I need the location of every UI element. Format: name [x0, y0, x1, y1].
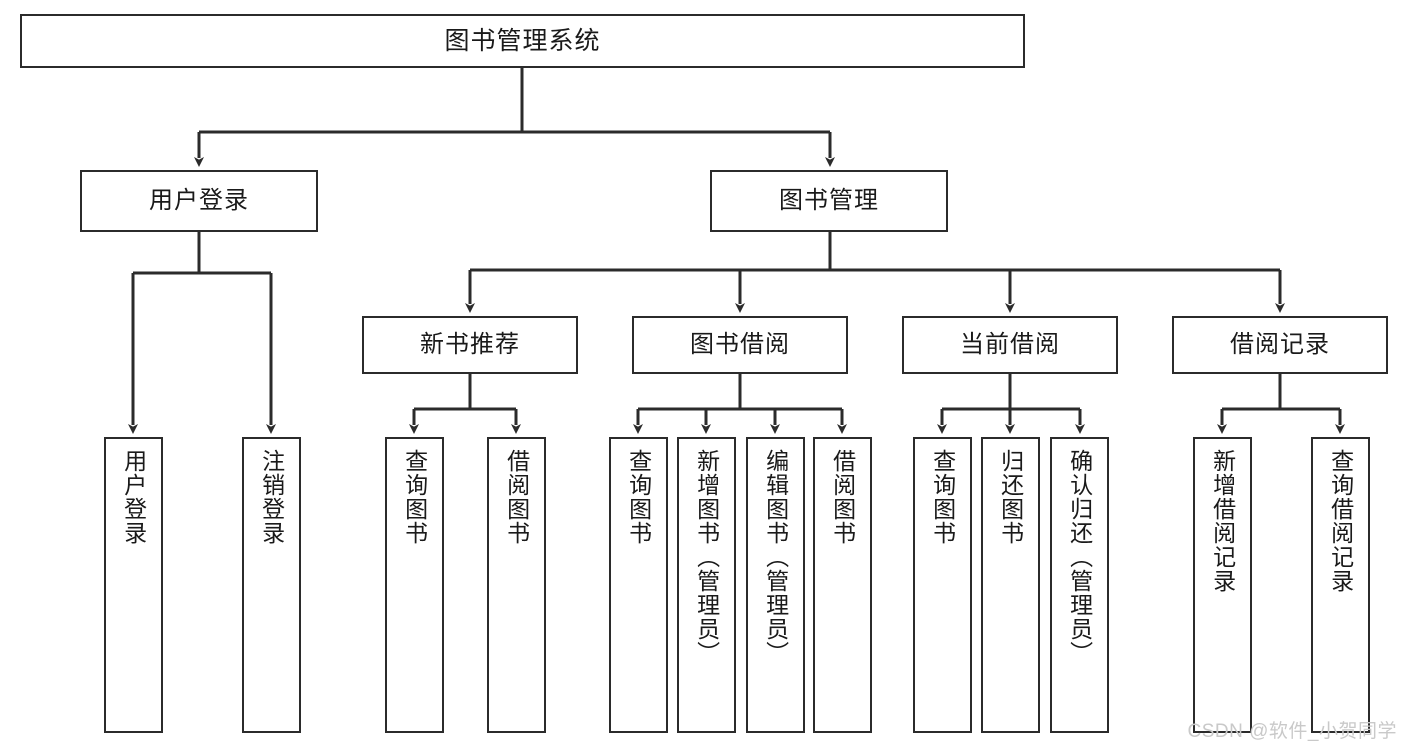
node-borrow-record[interactable]: 借阅记录 — [1172, 316, 1388, 374]
node-label: 查询图书 — [401, 449, 428, 545]
node-label: 当前借阅 — [960, 330, 1060, 358]
leaf-recommend-query-book[interactable]: 查询图书 — [385, 437, 444, 733]
leaf-borrow-query-book[interactable]: 查询图书 — [609, 437, 668, 733]
leaf-borrow-borrow-book[interactable]: 借阅图书 — [813, 437, 872, 733]
node-label: 用户登录 — [149, 186, 249, 214]
leaf-record-add-borrow-record[interactable]: 新增借阅记录 — [1193, 437, 1252, 733]
node-book-management[interactable]: 图书管理 — [710, 170, 948, 232]
leaf-current-return-book[interactable]: 归还图书 — [981, 437, 1040, 733]
leaf-user-login-login[interactable]: 用户登录 — [104, 437, 163, 733]
node-label: 新增图书（管理员） — [693, 449, 720, 665]
node-root-book-management-system[interactable]: 图书管理系统 — [20, 14, 1025, 68]
leaf-recommend-borrow-book[interactable]: 借阅图书 — [487, 437, 546, 733]
node-label: 借阅记录 — [1230, 330, 1330, 358]
leaf-current-confirm-return-admin[interactable]: 确认归还（管理员） — [1050, 437, 1109, 733]
node-book-borrow[interactable]: 图书借阅 — [632, 316, 848, 374]
node-label: 编辑图书（管理员） — [762, 449, 789, 665]
node-label: 新书推荐 — [420, 330, 520, 358]
node-label: 图书管理系统 — [444, 27, 601, 55]
leaf-borrow-edit-book-admin[interactable]: 编辑图书（管理员） — [746, 437, 805, 733]
leaf-borrow-add-book-admin[interactable]: 新增图书（管理员） — [677, 437, 736, 733]
node-label: 查询图书 — [625, 449, 652, 545]
node-label: 用户登录 — [120, 449, 147, 545]
node-label: 借阅图书 — [503, 449, 530, 545]
node-label: 新增借阅记录 — [1209, 449, 1236, 593]
node-label: 图书管理 — [779, 186, 879, 214]
csdn-watermark: CSDN @软件_小贺同学 — [1187, 721, 1397, 742]
node-label: 查询借阅记录 — [1327, 449, 1354, 593]
leaf-user-login-logout[interactable]: 注销登录 — [242, 437, 301, 733]
leaf-current-query-book[interactable]: 查询图书 — [913, 437, 972, 733]
node-label: 借阅图书 — [829, 449, 856, 545]
node-user-login[interactable]: 用户登录 — [80, 170, 318, 232]
node-label: 注销登录 — [258, 449, 285, 545]
leaf-record-query-borrow-record[interactable]: 查询借阅记录 — [1311, 437, 1370, 733]
node-label: 确认归还（管理员） — [1066, 449, 1093, 665]
node-new-book-recommend[interactable]: 新书推荐 — [362, 316, 578, 374]
node-label: 查询图书 — [929, 449, 956, 545]
node-label: 归还图书 — [997, 449, 1024, 545]
node-current-borrow[interactable]: 当前借阅 — [902, 316, 1118, 374]
node-label: 图书借阅 — [690, 330, 790, 358]
